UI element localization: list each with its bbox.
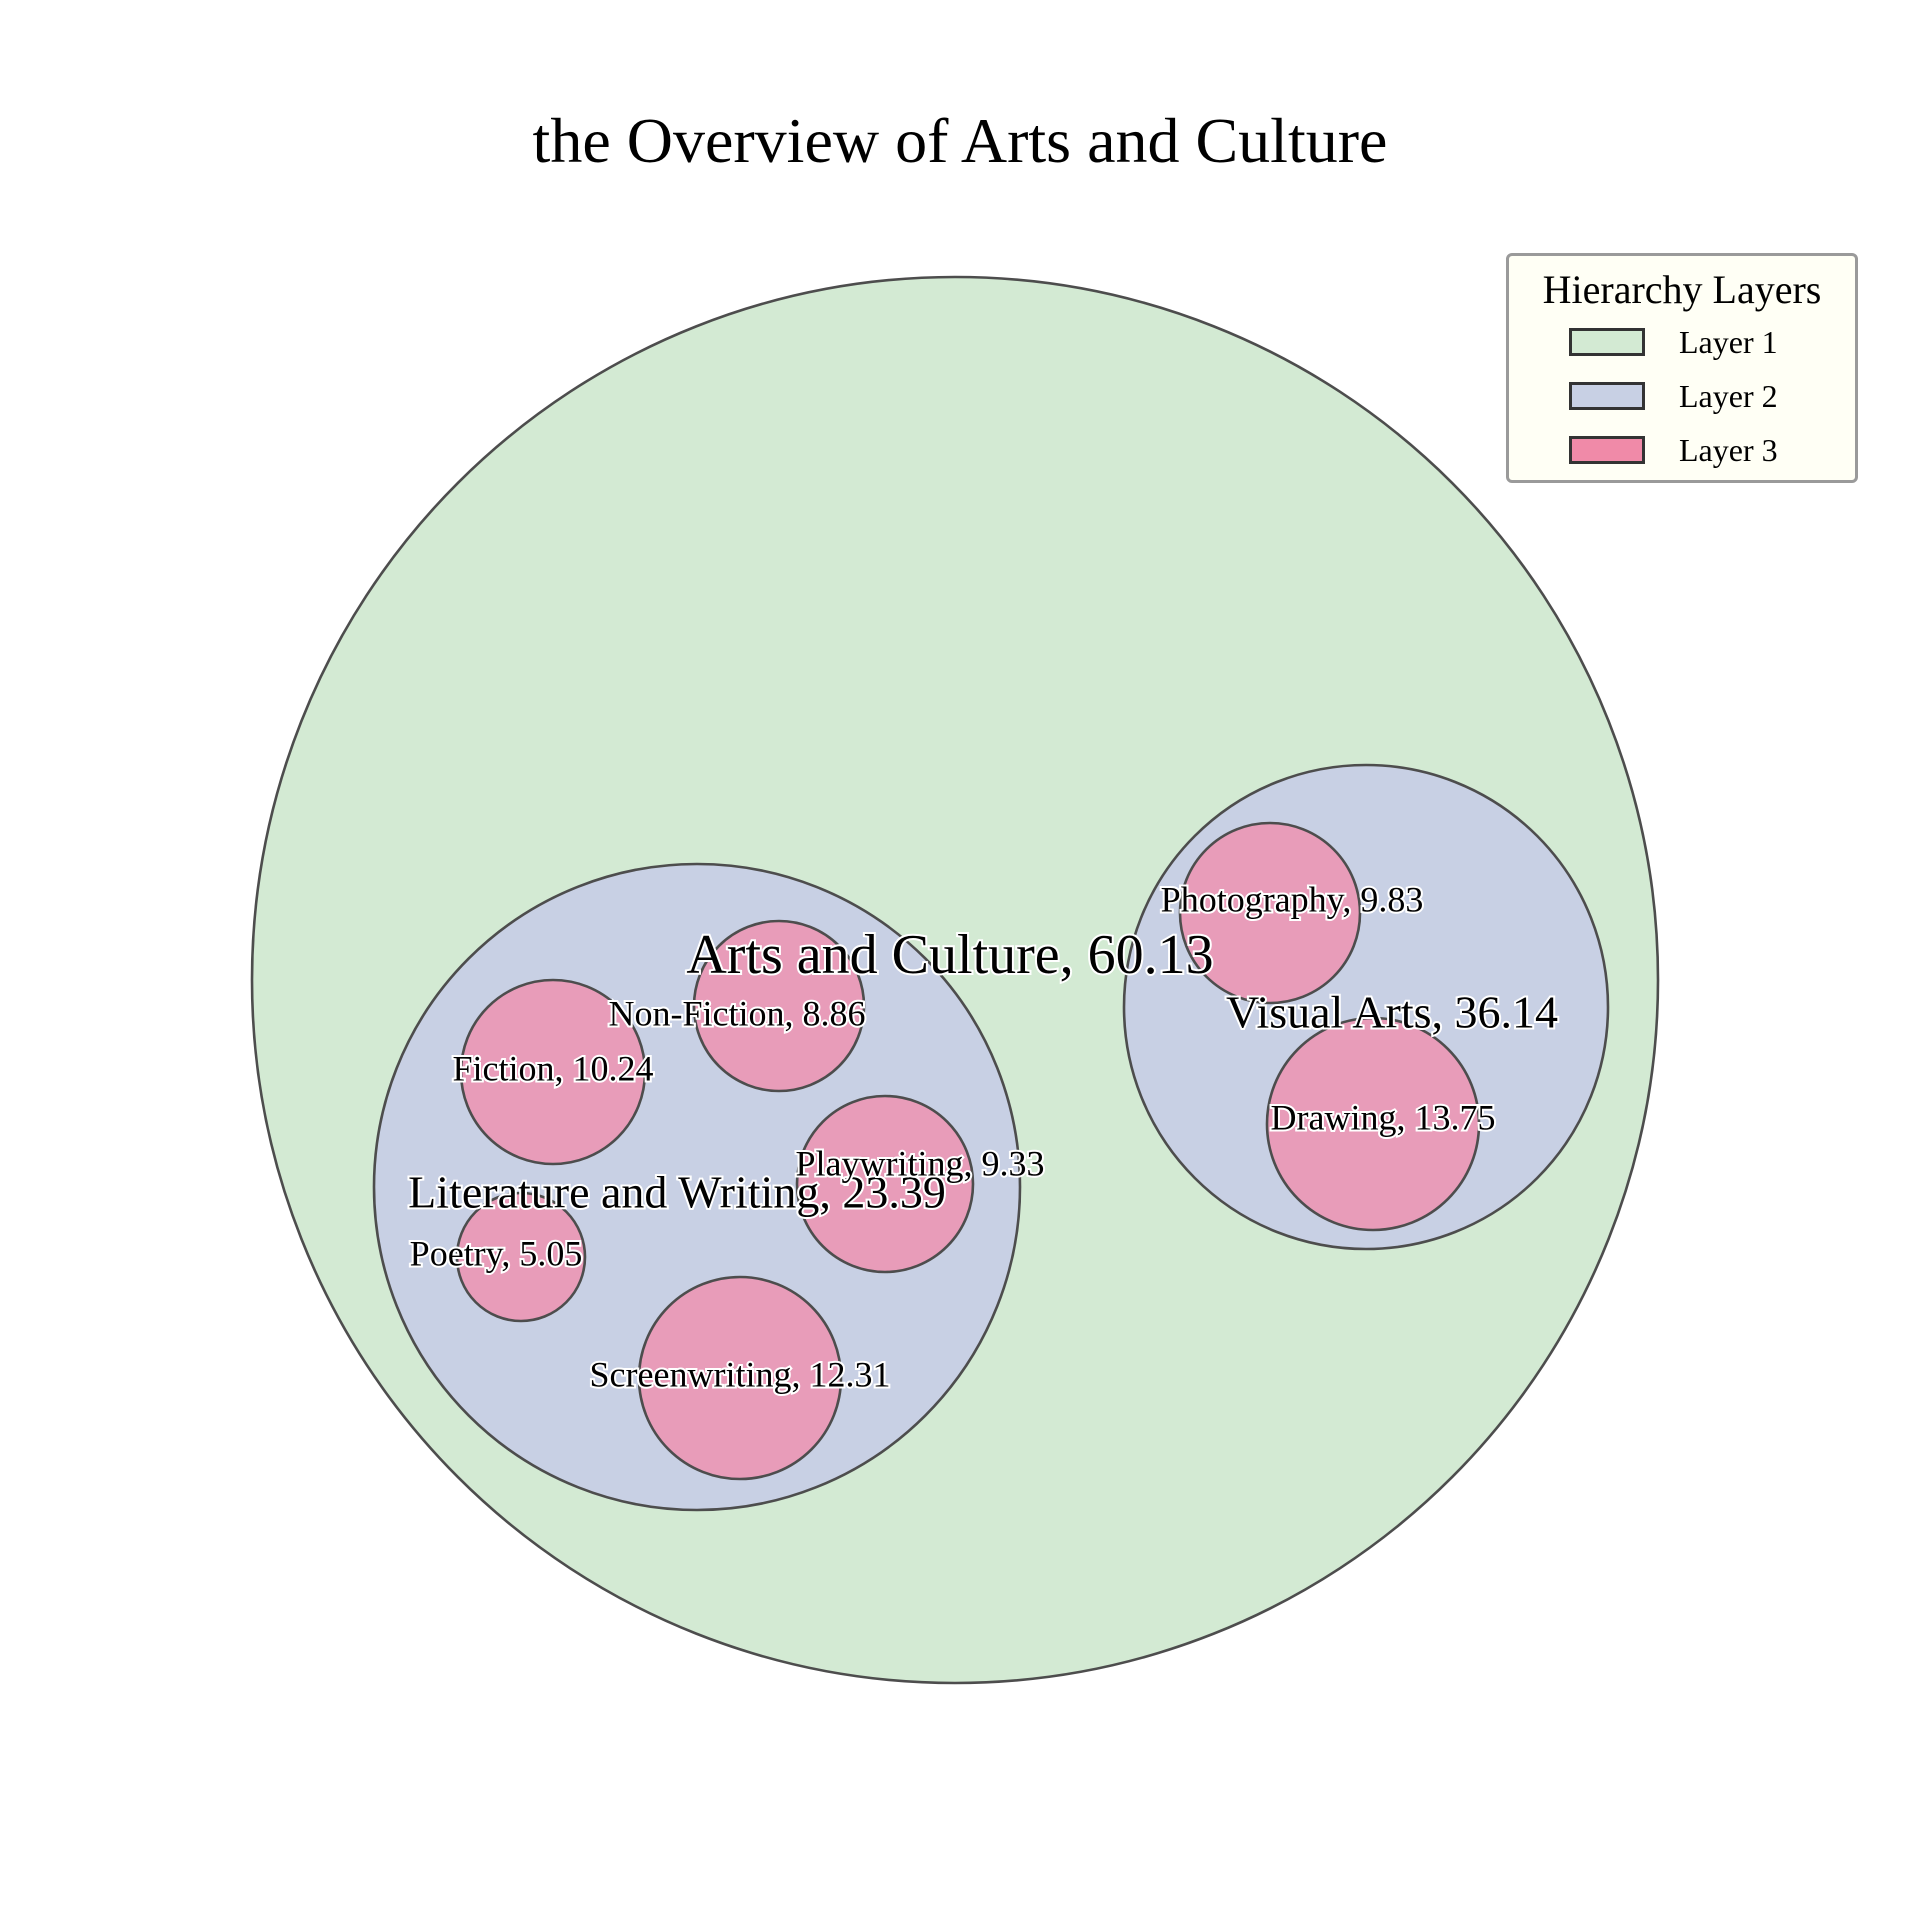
label-playwriting: Playwriting, 9.33 bbox=[796, 1143, 1045, 1183]
label-photography: Photography, 9.83 bbox=[1161, 879, 1424, 919]
label-arts-and-culture: Arts and Culture, 60.13 bbox=[686, 924, 1213, 986]
chart-title: the Overview of Arts and Culture bbox=[532, 105, 1388, 176]
bubble-poetry bbox=[455, 1191, 587, 1323]
bubble-drawing bbox=[1265, 1016, 1481, 1232]
bubble-fiction bbox=[459, 978, 647, 1166]
bubble-non-fiction bbox=[692, 919, 866, 1093]
label-screenwriting: Screenwriting, 12.31 bbox=[590, 1354, 891, 1394]
bubble-screenwriting bbox=[637, 1275, 843, 1481]
legend-swatch-layer-3 bbox=[1569, 436, 1645, 464]
legend: Hierarchy Layers Layer 1 Layer 2 Layer 3 bbox=[1506, 253, 1858, 483]
legend-label-layer-3: Layer 3 bbox=[1679, 432, 1778, 468]
legend-label-layer-2: Layer 2 bbox=[1679, 378, 1778, 414]
legend-label-layer-1: Layer 1 bbox=[1679, 324, 1778, 360]
label-visual-arts: Visual Arts, 36.14 bbox=[1226, 987, 1558, 1038]
label-fiction: Fiction, 10.24 bbox=[452, 1048, 653, 1088]
bubbles-layer bbox=[250, 275, 1660, 1685]
label-non-fiction: Non-Fiction, 8.86 bbox=[609, 993, 866, 1033]
label-poetry: Poetry, 5.05 bbox=[410, 1233, 583, 1273]
legend-title: Hierarchy Layers bbox=[1542, 267, 1822, 312]
bubble-playwriting bbox=[795, 1094, 975, 1274]
legend-swatch-layer-1 bbox=[1569, 328, 1645, 356]
label-literature-and-writing: Literature and Writing, 23.39 bbox=[408, 1167, 946, 1218]
label-drawing: Drawing, 13.75 bbox=[1271, 1097, 1496, 1137]
legend-swatch-layer-2 bbox=[1569, 382, 1645, 410]
bubble-photography bbox=[1178, 821, 1362, 1005]
